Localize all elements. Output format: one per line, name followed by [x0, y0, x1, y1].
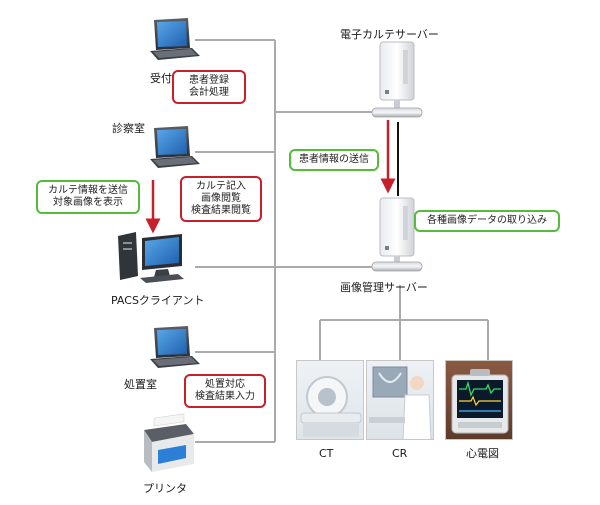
callout-line: カルテ情報を送信: [48, 185, 128, 196]
ecg-label: 心電図: [466, 447, 499, 460]
desktop-computer-icon: [118, 232, 184, 283]
client-action-callout: カルテ情報を送信 対象画像を表示: [36, 180, 140, 214]
cr-image: [366, 360, 434, 440]
ct-label: CT: [319, 447, 334, 460]
image-server-label: 画像管理サーバー: [340, 281, 428, 294]
callout-line: 画像閲覧: [201, 193, 241, 204]
laptop-icon: [150, 126, 200, 168]
callout-line: 処置対応: [205, 379, 245, 390]
callout-line: 患者登録: [189, 75, 229, 86]
ecg-monitor-icon: [451, 369, 509, 434]
printer-icon: [144, 413, 194, 472]
exam-room-callout: カルテ記入 画像閲覧 検査結果閲覧: [180, 176, 262, 222]
laptop-icon: [150, 326, 200, 368]
callout-line: 各種画像データの取り込み: [427, 215, 547, 226]
treatment-room-label: 処置室: [124, 378, 157, 391]
printer-label: プリンタ: [143, 482, 187, 495]
image-server-icon: [371, 197, 423, 272]
callout-line: 検査結果入力: [195, 391, 255, 402]
emr-server-label: 電子カルテサーバー: [340, 28, 439, 41]
callout-line: カルテ記入: [196, 181, 246, 192]
network-lines: [195, 39, 489, 443]
pacs-client-label: PACSクライアント: [111, 294, 205, 307]
ct-scanner-image: [296, 360, 364, 440]
image-import-callout: 各種画像データの取り込み: [414, 210, 560, 232]
reception-callout: 患者登録 会計処理: [172, 70, 246, 104]
ecg-monitor-image: [445, 360, 513, 440]
cr-label: CR: [392, 447, 408, 460]
ct-scanner-icon: [300, 376, 362, 437]
laptop-icon: [150, 18, 200, 60]
exam-room-label: 診察室: [112, 122, 145, 135]
callout-line: 検査結果閲覧: [191, 205, 251, 216]
treatment-room-callout: 処置対応 検査結果入力: [184, 374, 266, 408]
callout-line: 対象画像を表示: [53, 197, 123, 208]
cr-xray-icon: [369, 366, 432, 439]
emr-server-icon: [371, 41, 423, 118]
callout-line: 患者情報の送信: [299, 154, 369, 165]
reception-label: 受付: [150, 72, 172, 85]
callout-line: 会計処理: [189, 87, 229, 98]
patient-info-callout: 患者情報の送信: [289, 149, 379, 171]
